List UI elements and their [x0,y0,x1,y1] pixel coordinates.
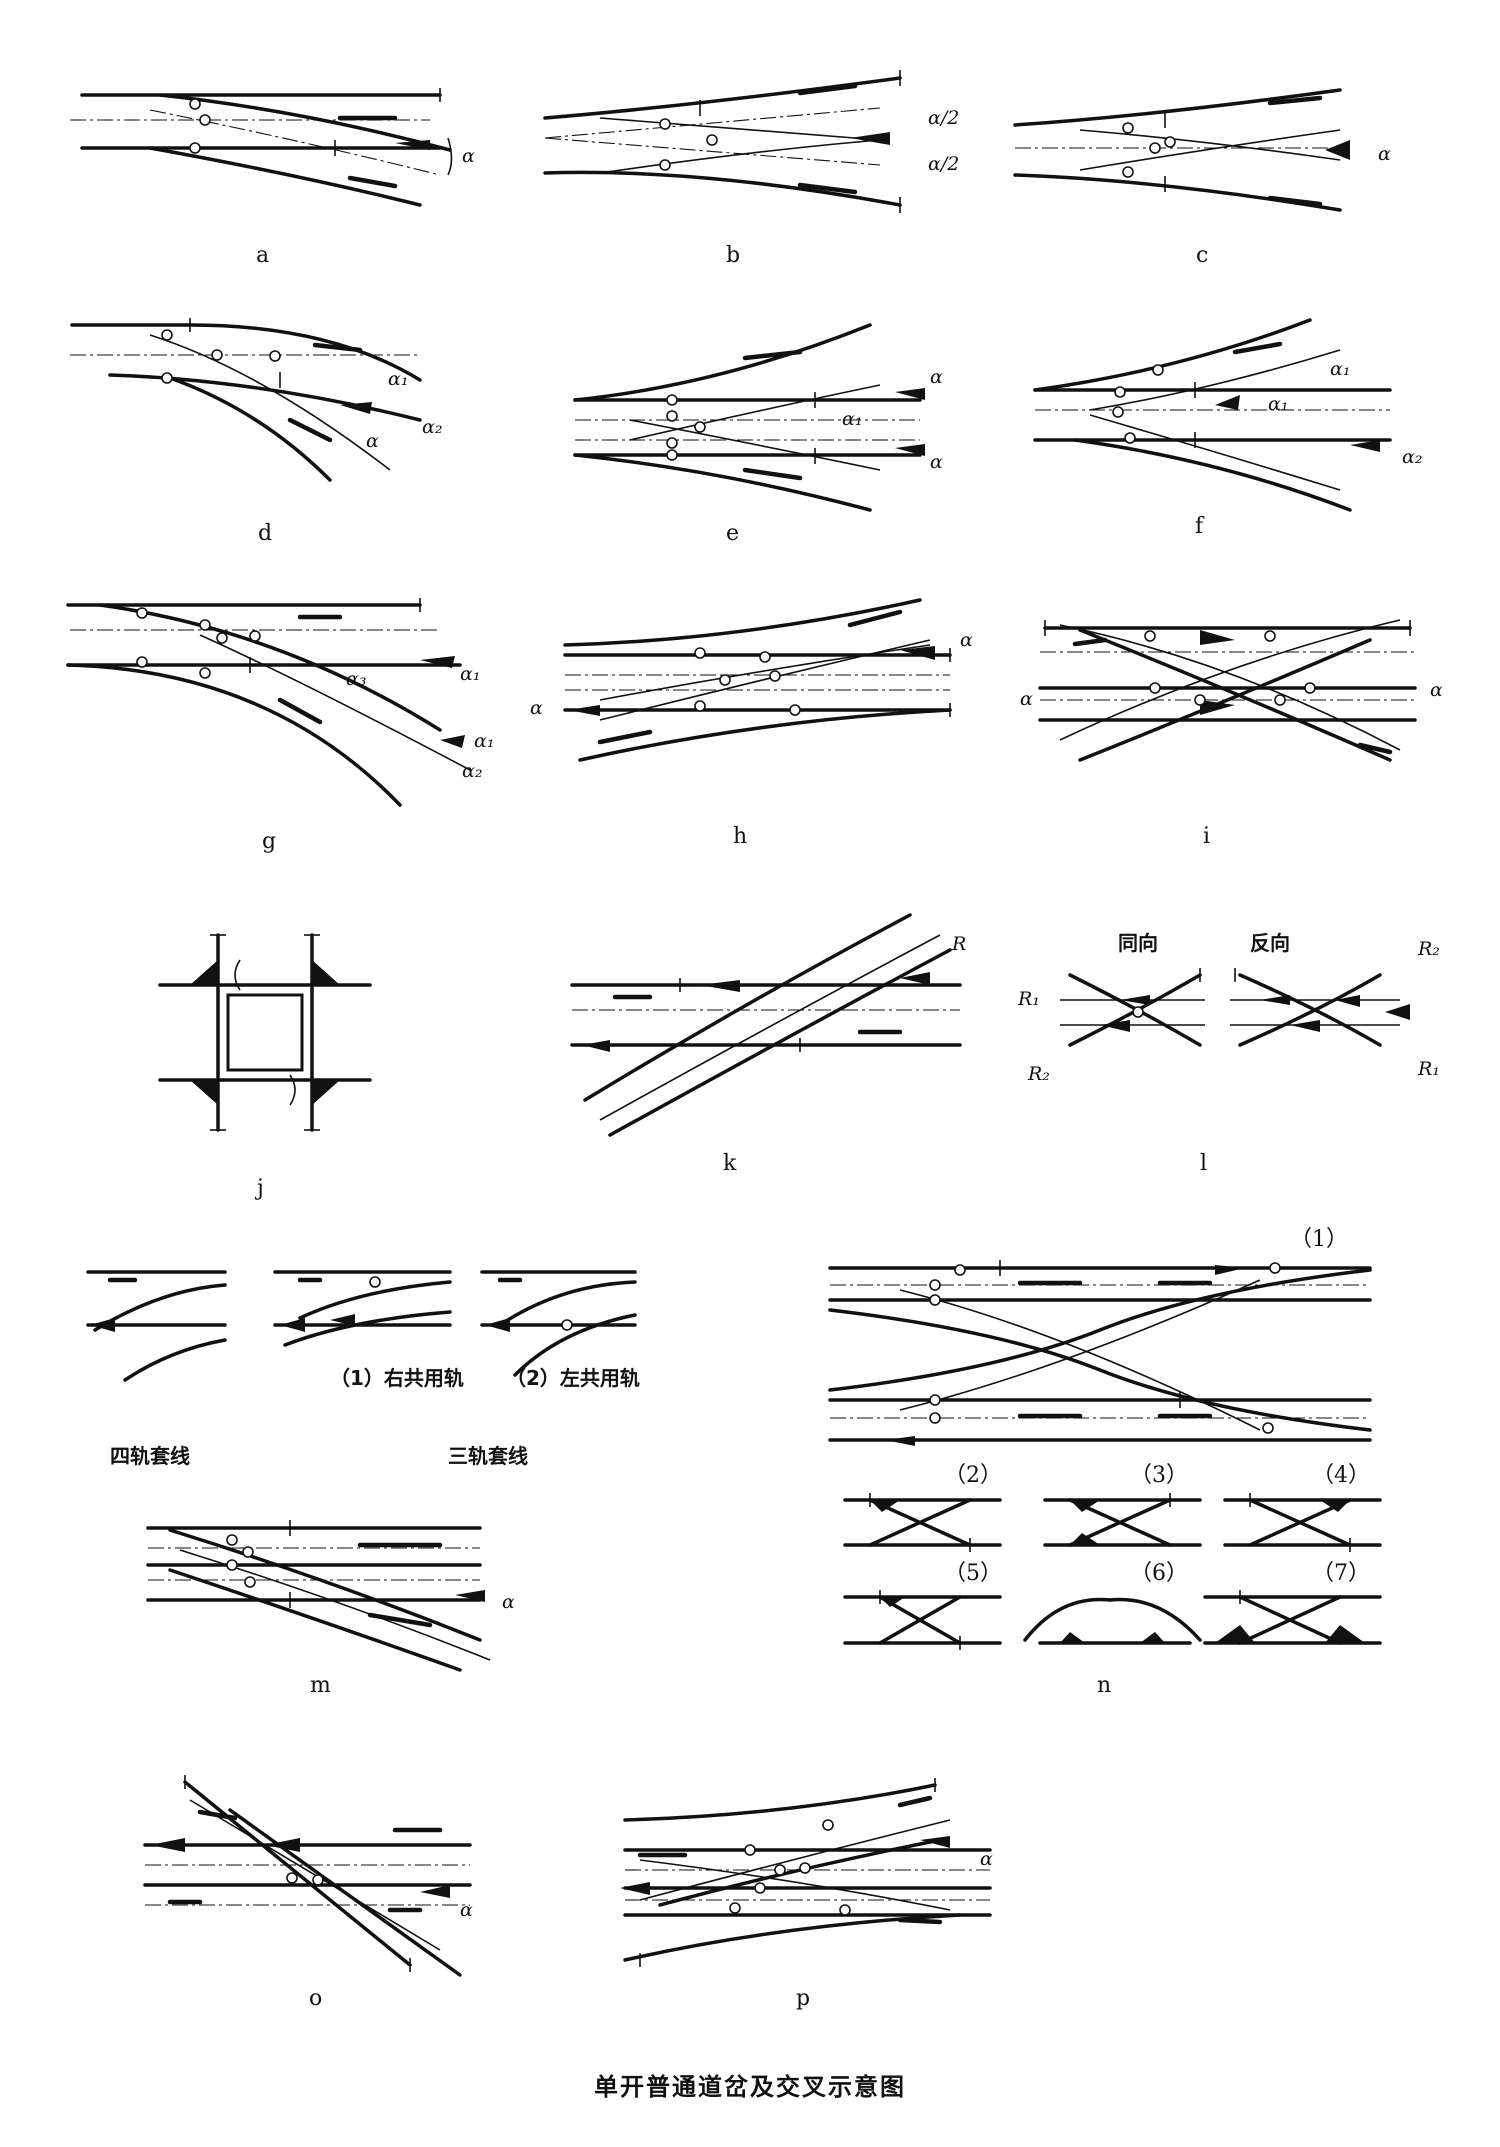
gauntlet-right-common-figure [273,1270,452,1347]
label-n-5: （5） [944,1561,1002,1586]
angle-alpha1-g-1: α₁ [460,663,480,685]
angle-alpha-c: α [1378,143,1391,165]
panel-label-m: m [310,1673,331,1698]
panel-label-i: i [1203,824,1210,849]
panel-label-n: n [1097,1673,1111,1698]
angle-alpha2-g: α₂ [462,760,482,782]
panel-label-j: j [254,1176,264,1201]
angle-alpha1-e: α₁ [842,408,862,430]
panel-label-a: a [256,243,269,268]
gauntlet-left-common-figure [480,1270,637,1377]
panel-j-figure [158,933,372,1132]
angle-R-k: R [951,933,966,955]
panel-label-l: l [1200,1151,1207,1176]
panel-o-figure [143,1775,472,1977]
label-four-rail: 四轨套线 [110,1444,190,1468]
panel-i-figure [1038,619,1417,762]
angle-R1-l-1: R₁ [1017,988,1040,1010]
panel-label-b: b [726,243,740,268]
panel-label-k: k [723,1151,737,1176]
panel-label-e: e [726,521,739,546]
panel-l-figure [1060,968,1410,1047]
angle-alpha-o: α [460,1899,473,1921]
panel-k-figure [570,913,962,1137]
label-left-common-rail: （2）左共用轨 [506,1366,640,1390]
angle-alpha1-d: α₁ [388,368,408,390]
label-three-rail: 三轨套线 [448,1444,528,1468]
panel-label-h: h [733,824,747,849]
panel-e-figure [573,323,925,512]
angle-alpha3-g: α₃ [346,668,366,690]
label-n-6: （6） [1130,1561,1188,1586]
figure-caption: 单开普通道岔及交叉示意图 [594,2073,906,2101]
label-same-direction: 同向 [1118,931,1158,955]
angle-alpha-half-b-1: α/2 [928,107,959,129]
angle-alpha-e-2: α [930,451,943,473]
angle-alpha-h-2: α [530,697,543,719]
angle-alpha1-g-2: α₁ [474,730,494,752]
angle-R2-l-1: R₂ [1027,1063,1050,1085]
label-n-7: （7） [1312,1561,1370,1586]
panel-label-d: d [258,521,272,546]
label-right-common-rail: （1）右共用轨 [330,1366,464,1390]
panel-p-figure [620,1778,992,1967]
label-n-1: （1） [1290,1227,1348,1252]
panel-label-f: f [1195,514,1205,539]
angle-alpha-p: α [980,1848,993,1870]
angle-R2-l-2: R₂ [1417,938,1440,960]
angle-alpha1-f-2: α₁ [1268,393,1288,415]
panel-label-o: o [309,1986,322,2011]
panel-n-variants [843,1493,1382,1650]
label-reverse-direction: 反向 [1250,931,1290,955]
angle-alpha-half-b-2: α/2 [928,153,959,175]
angle-alpha-m: α [502,1591,515,1613]
panel-d-figure [70,318,422,482]
label-n-4: （4） [1312,1463,1370,1488]
panel-b-figure [543,70,902,213]
angle-R1-l-2: R₁ [1417,1058,1440,1080]
panel-f-figure [1033,318,1392,512]
angle-alpha-i-1: α [1020,688,1033,710]
angle-alpha-a: α [462,145,475,167]
panel-n1-figure [828,1260,1372,1446]
panel-a-figure [70,88,453,207]
angle-alpha2-f: α₂ [1402,446,1422,468]
angle-alpha-i-2: α [1430,679,1443,701]
angle-alpha-d: α [366,430,379,452]
angle-alpha2-d: α₂ [422,416,442,438]
panel-label-c: c [1196,243,1208,268]
panel-m-figure [146,1520,491,1672]
gauntlet-four-rail-figure [86,1270,227,1382]
panel-label-g: g [262,829,276,854]
panel-h-figure [563,598,952,762]
label-n-3: （3） [1130,1463,1188,1488]
panel-g-figure [66,598,471,807]
angle-alpha1-f-1: α₁ [1330,358,1350,380]
angle-alpha-h-1: α [960,629,973,651]
panel-label-p: p [796,1986,810,2011]
angle-alpha-e-1: α [930,366,943,388]
label-n-2: （2） [944,1463,1002,1488]
panel-c-figure [1013,88,1350,212]
